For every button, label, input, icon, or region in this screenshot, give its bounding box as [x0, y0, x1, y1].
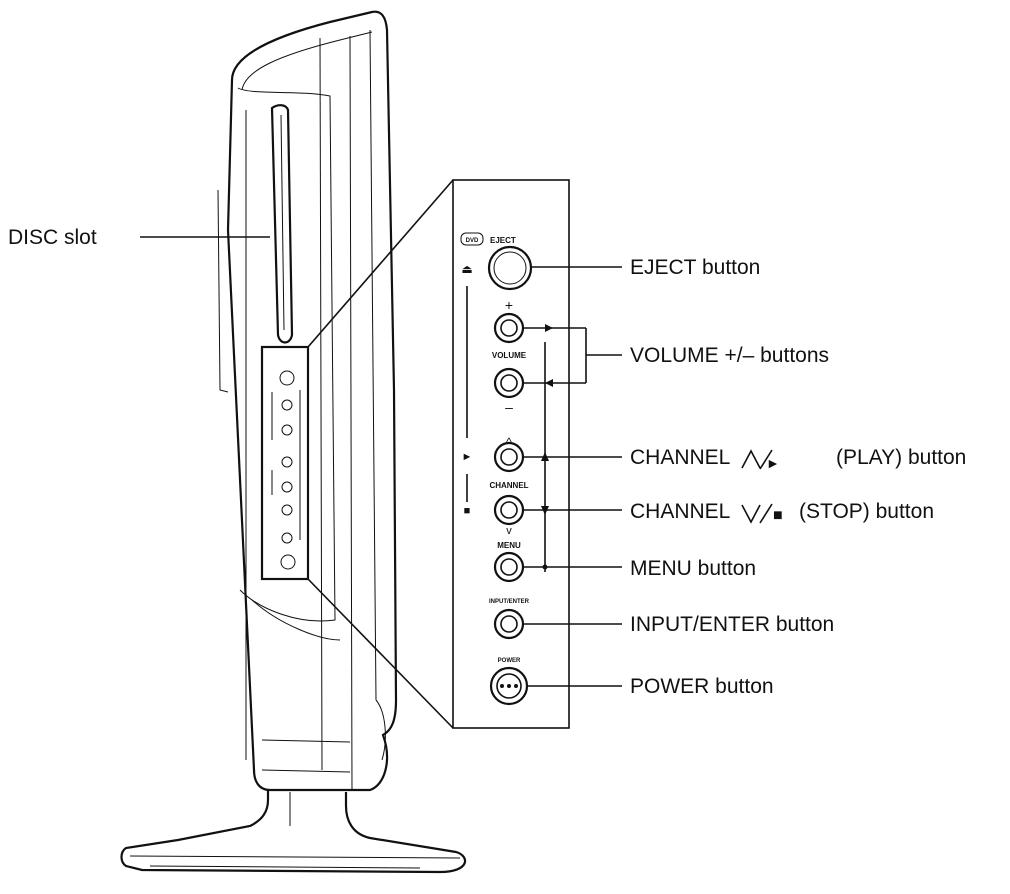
callout-power: POWER button [630, 675, 774, 698]
volume-plus-label: + [505, 297, 513, 313]
menu-panel-label: MENU [497, 541, 521, 550]
callout-play-icon: ► [766, 455, 780, 471]
zoom-connector-lines [307, 179, 454, 729]
volume-minus-label: – [505, 399, 513, 415]
tv-stand [120, 790, 467, 874]
eject-panel-label: EJECT [490, 236, 516, 245]
channel-down-chevron-icon: v [506, 525, 512, 537]
callout-channel-up-suffix: (PLAY) button [836, 446, 966, 469]
volume-down-button[interactable] [493, 367, 525, 399]
callout-channel-up-prefix: CHANNEL [630, 446, 730, 469]
channel-panel-label: CHANNEL [489, 481, 528, 490]
eject-button[interactable] [487, 245, 533, 291]
input-enter-panel-label: INPUT/ENTER [489, 599, 530, 605]
callout-volume: VOLUME +/– buttons [630, 344, 829, 367]
svg-text:DVD: DVD [466, 238, 479, 244]
eject-icon: ⏏ [461, 262, 472, 276]
callout-input-enter: INPUT/ENTER button [630, 613, 834, 636]
input-enter-button[interactable] [493, 608, 525, 640]
stop-icon: ■ [464, 505, 471, 517]
menu-button[interactable] [493, 551, 525, 583]
tv-body [217, 10, 398, 792]
channel-up-chevron-callout-icon [741, 449, 761, 469]
power-panel-label: POWER [498, 658, 521, 664]
channel-down-button[interactable] [493, 494, 525, 526]
callout-channel-down-prefix: CHANNEL [630, 500, 730, 523]
power-button[interactable] [489, 666, 529, 706]
volume-up-button[interactable] [493, 312, 525, 344]
callout-leaders [140, 236, 622, 687]
dvd-badge: DVD [460, 232, 484, 246]
channel-down-chevron-callout-icon [741, 504, 761, 524]
callout-channel-down-suffix: (STOP) button [799, 500, 934, 523]
play-icon: ► [462, 451, 473, 463]
tv-control-panel-small [260, 345, 310, 581]
disc-slot [270, 104, 294, 344]
callout-stop-icon: ■ [773, 507, 783, 524]
volume-panel-label: VOLUME [492, 351, 527, 360]
callout-menu: MENU button [630, 557, 756, 580]
callout-eject: EJECT button [630, 256, 760, 279]
callout-disc-slot: DISC slot [8, 226, 97, 249]
